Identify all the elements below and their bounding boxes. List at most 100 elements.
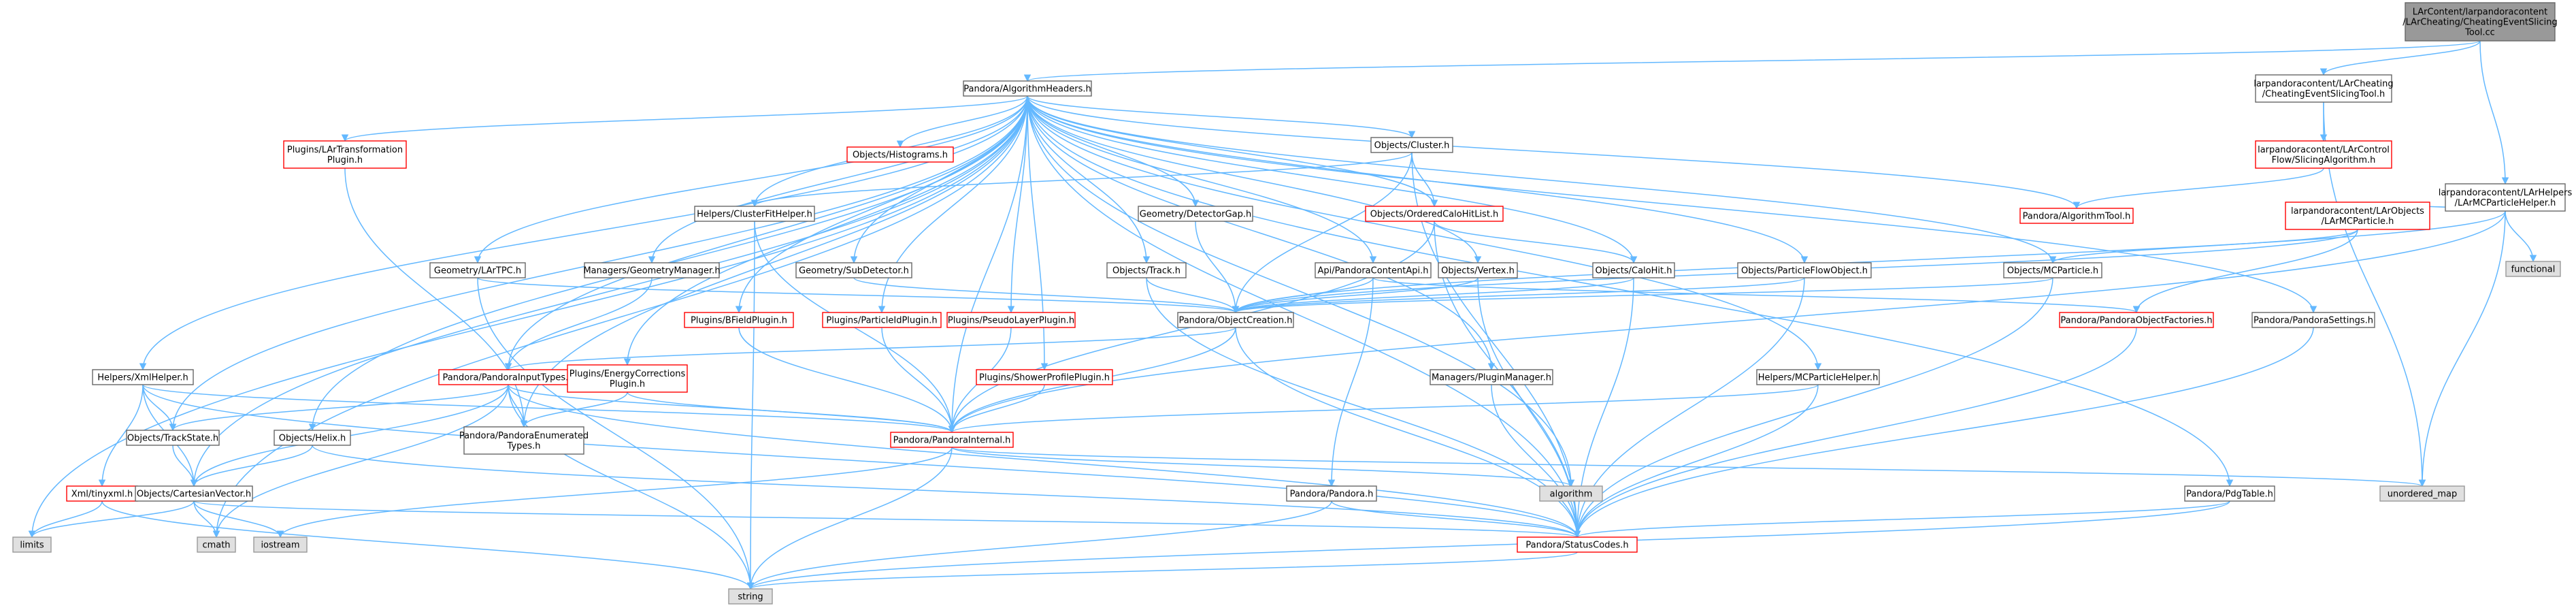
node-cluster_fit[interactable]: Helpers/ClusterFitHelper.h [694, 206, 815, 222]
node-box [846, 146, 954, 163]
node-box [584, 262, 720, 278]
node-bfield[interactable]: Plugins/BFieldPlugin.h [684, 312, 794, 328]
edge-lar_mcparticle-to-object_factories [2132, 229, 2358, 314]
node-tinyxml[interactable]: Xml/tinyxml.h [66, 485, 138, 502]
edge-lar_tpc-to-string [477, 277, 755, 590]
edge-alg_headers-to-limits [28, 95, 1028, 539]
node-cartesian[interactable]: Objects/CartesianVector.h [135, 485, 253, 502]
node-pdg_table[interactable]: Pandora/PdgTable.h [2184, 485, 2275, 502]
edge-alg_headers-to-input_types [504, 95, 1028, 371]
node-root[interactable]: LArContent/larpandoracontent/LArCheating… [2402, 2, 2558, 42]
node-box [1539, 485, 1603, 502]
node-label: Geometry/SubDetector.h [799, 266, 909, 276]
edge-pid_plugin-to-pandora_internal [881, 327, 956, 434]
node-pandora_internal[interactable]: Pandora/PandoraInternal.h [890, 432, 1014, 448]
node-box [2251, 312, 2375, 328]
node-pseudo_layer[interactable]: Plugins/PseudoLayerPlugin.h [946, 312, 1076, 328]
node-slicing_alg[interactable]: larpandoracontent/LArControlFlow/Slicing… [2255, 140, 2392, 169]
node-object_factories[interactable]: Pandora/PandoraObjectFactories.h [2059, 312, 2214, 328]
edge-pandora_h-to-string [746, 500, 1332, 590]
node-lar_mcp_helper[interactable]: larpandoracontent/LArHelpers/LArMCPartic… [2439, 183, 2573, 212]
edge-sub_detector-to-object_creation [853, 277, 1240, 314]
node-box [197, 536, 236, 553]
edge-mc_particle-to-status_codes [1573, 277, 2053, 539]
node-helix[interactable]: Objects/Helix.h [274, 430, 351, 446]
node-detector_gap[interactable]: Geometry/DetectorGap.h [1138, 206, 1253, 222]
edge-lar_transform-to-enum_types [344, 167, 528, 428]
node-box [946, 312, 1076, 328]
node-input_types[interactable]: Pandora/PandoraInputTypes.h [438, 369, 578, 385]
node-histograms[interactable]: Objects/Histograms.h [846, 146, 954, 163]
node-track[interactable]: Objects/Track.h [1106, 262, 1187, 278]
edge-mcp_helper-to-pandora_internal [948, 384, 1819, 434]
edge-alg_headers-to-xml_helper [139, 95, 1028, 371]
edge-alg_headers-to-cmath [212, 95, 1028, 539]
edge-alg_headers-to-bfield [735, 95, 1028, 314]
node-mc_particle[interactable]: Objects/MCParticle.h [2003, 262, 2102, 278]
node-pandora_h[interactable]: Pandora/Pandora.h [1286, 485, 1377, 502]
node-shower_profile[interactable]: Plugins/ShowerProfilePlugin.h [976, 369, 1113, 385]
node-algorithm[interactable]: algorithm [1539, 485, 1603, 502]
node-label: Pandora/AlgorithmTool.h [2023, 212, 2131, 222]
node-pfo[interactable]: Objects/ParticleFlowObject.h [1737, 262, 1872, 278]
edge-cluster-to-cluster_fit [751, 152, 1413, 208]
node-iostream[interactable]: iostream [253, 536, 308, 553]
node-functional[interactable]: functional [2505, 261, 2561, 277]
node-geom_manager[interactable]: Managers/GeometryManager.h [583, 262, 721, 278]
node-limits[interactable]: limits [12, 536, 52, 553]
node-label: Helpers/XmlHelper.h [97, 373, 188, 383]
node-label: Flow/SlicingAlgorithm.h [2272, 155, 2376, 165]
edge-alg_headers-to-geom_manager [648, 95, 1028, 264]
node-lar_tpc[interactable]: Geometry/LArTPC.h [429, 262, 526, 278]
node-label: Pandora/PandoraInternal.h [893, 436, 1011, 446]
node-label: unordered_map [2388, 489, 2458, 500]
node-label: Objects/ParticleFlowObject.h [1741, 266, 1868, 276]
node-track_state[interactable]: Objects/TrackState.h [126, 430, 220, 446]
node-status_codes[interactable]: Pandora/StatusCodes.h [1517, 536, 1638, 553]
node-plugin_manager[interactable]: Managers/PluginManager.h [1430, 369, 1553, 385]
edge-ordered_calo-to-calo_hit [1434, 221, 1638, 264]
node-vertex[interactable]: Objects/Vertex.h [1438, 262, 1518, 278]
node-label: /LArMCParticle.h [2322, 216, 2394, 227]
node-unordered_map[interactable]: unordered_map [2379, 485, 2465, 502]
node-cmath[interactable]: cmath [197, 536, 236, 553]
node-pandora_settings[interactable]: Pandora/PandoraSettings.h [2251, 312, 2375, 328]
edge-lar_mcp_helper-to-functional [2505, 210, 2537, 263]
node-pid_plugin[interactable]: Plugins/ParticleIdPlugin.h [822, 312, 942, 328]
edge-detector_gap-to-object_creation [1195, 221, 1240, 314]
edge-lar_tpc-to-object_creation [477, 277, 1239, 314]
node-label: Plugins/EnergyCorrections [569, 369, 686, 379]
node-alg_headers[interactable]: Pandora/AlgorithmHeaders.h [963, 80, 1092, 97]
node-ordered_calo[interactable]: Objects/OrderedCaloHitList.h [1365, 206, 1504, 222]
node-content_api[interactable]: Api/PandoraContentApi.h [1315, 262, 1432, 278]
node-string[interactable]: string [728, 588, 773, 605]
edge-pandora_internal-to-string [746, 447, 953, 590]
nodes-layer: LArContent/larpandoracontent/LArCheating… [12, 2, 2573, 605]
node-label: string [738, 592, 763, 603]
node-lar_mcparticle[interactable]: larpandoracontent/LArObjects/LArMCPartic… [2285, 202, 2430, 230]
edge-lar_mcparticle-to-mc_particle [2049, 229, 2358, 264]
edge-cluster_fit-to-string [746, 221, 755, 590]
node-label: Geometry/DetectorGap.h [1140, 210, 1252, 220]
node-calo_hit[interactable]: Objects/CaloHit.h [1592, 262, 1675, 278]
node-label: cmath [202, 541, 230, 551]
edge-pandora_internal-to-iostream [276, 447, 953, 539]
node-box [822, 312, 942, 328]
node-cluster[interactable]: Objects/Cluster.h [1370, 137, 1453, 153]
edge-alg_headers-to-alg_tool [1027, 95, 2081, 210]
node-mcp_helper[interactable]: Helpers/MCParticleHelper.h [1756, 369, 1880, 385]
node-label: Xml/tinyxml.h [71, 489, 133, 500]
edge-pdg_table-to-string [747, 500, 2230, 590]
node-alg_tool[interactable]: Pandora/AlgorithmTool.h [2019, 208, 2134, 224]
edge-track_state-to-cartesian [172, 445, 198, 487]
edge-pandora_settings-to-status_codes [1573, 327, 2314, 539]
node-xml_helper[interactable]: Helpers/XmlHelper.h [92, 369, 194, 385]
node-lar_cheat_tool[interactable]: larpandoracontent/LArCheating/CheatingEv… [2253, 74, 2394, 103]
node-label: Pandora/PdgTable.h [2186, 489, 2273, 500]
node-box [1315, 262, 1432, 278]
node-object_creation[interactable]: Pandora/ObjectCreation.h [1177, 312, 1294, 328]
node-sub_detector[interactable]: Geometry/SubDetector.h [795, 262, 912, 278]
